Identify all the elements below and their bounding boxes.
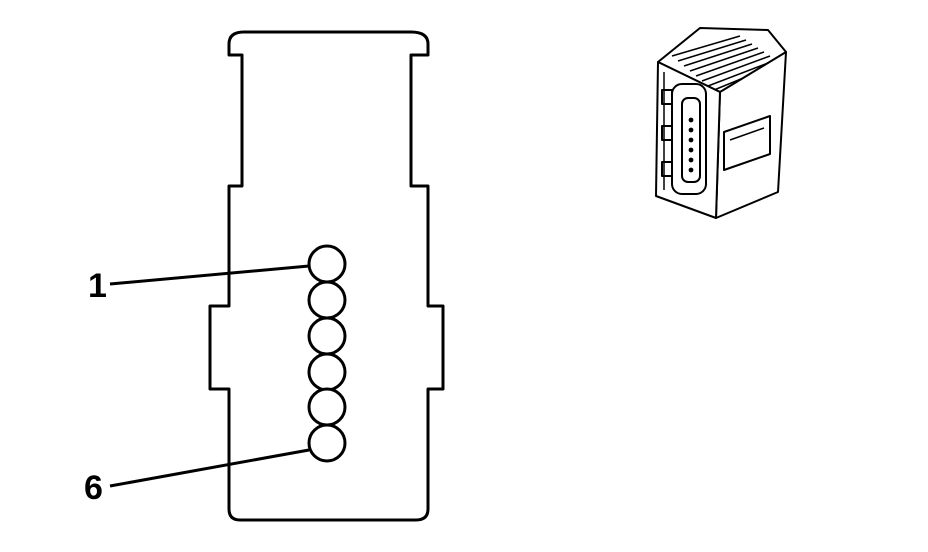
pin-6-leader-line — [109, 448, 310, 488]
pin-cavity-group — [307, 244, 347, 463]
pin-cavity-4 — [307, 352, 347, 392]
connector-pin-dots — [688, 117, 694, 173]
pin-cavity-1 — [307, 244, 347, 284]
pin-1-label: 1 — [88, 267, 107, 305]
pin-cavity-2 — [307, 280, 347, 320]
pin-cavity-5 — [307, 387, 347, 427]
pin-6-label: 6 — [84, 469, 103, 507]
pin-cavity-3 — [307, 316, 347, 356]
pin-cavity-6 — [307, 423, 347, 463]
connector-3d-illustration — [655, 27, 787, 219]
pin-1-leader-line — [109, 264, 310, 286]
